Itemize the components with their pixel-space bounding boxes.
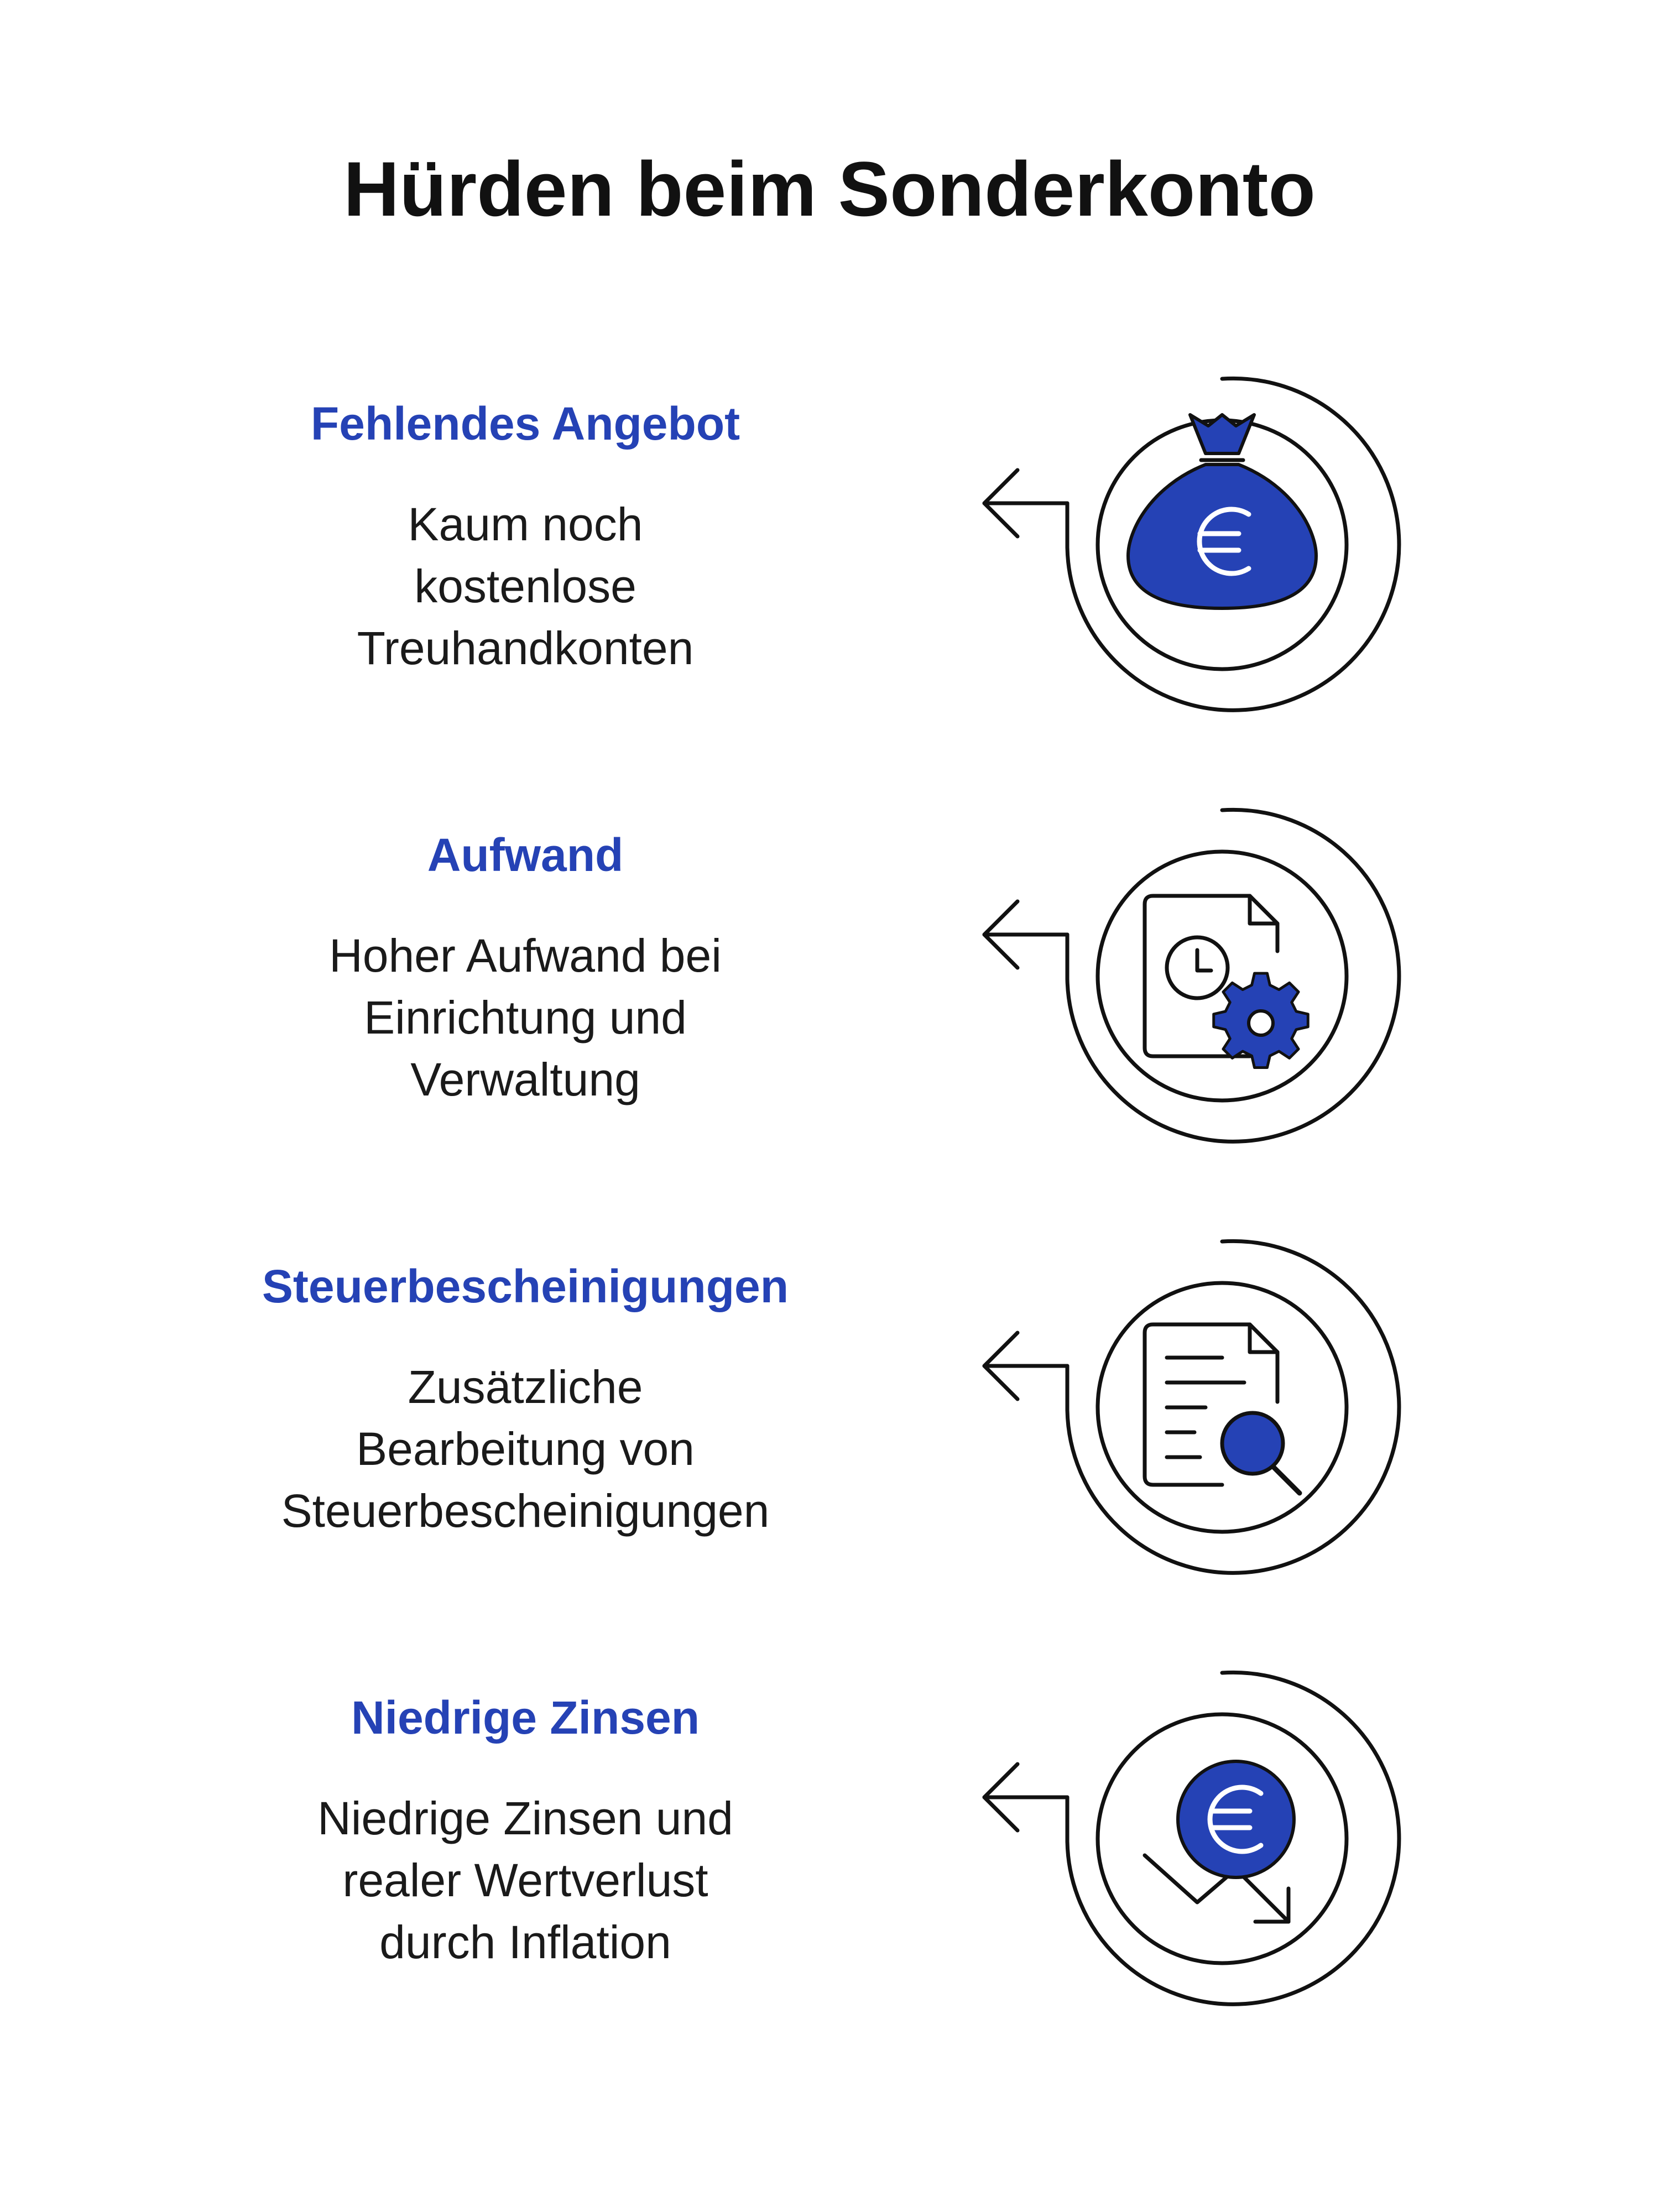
document-clock-gear-icon xyxy=(982,807,1401,1144)
item-text: Fehlendes Angebot Kaum noch kostenlose T… xyxy=(221,398,830,679)
item-heading: Aufwand xyxy=(427,829,624,881)
item-description-line: Treuhandkonten xyxy=(357,622,694,675)
item-description-line: Bearbeitung von xyxy=(356,1423,695,1475)
item-aufwand: Aufwand Hoher Aufwand bei Einrichtung un… xyxy=(0,807,1659,1261)
euro-coin-decline-icon xyxy=(982,1670,1401,2006)
item-description-line: Steuerbescheinigungen xyxy=(281,1485,770,1537)
item-heading: Niedrige Zinsen xyxy=(351,1692,700,1744)
item-description-line: durch Inflation xyxy=(379,1916,671,1969)
item-description-line: kostenlose xyxy=(414,560,637,613)
item-steuerbescheinigungen: Steuerbescheinigungen Zusätzliche Bearbe… xyxy=(0,1239,1659,1692)
item-niedrige-zinsen: Niedrige Zinsen Niedrige Zinsen und real… xyxy=(0,1670,1659,2124)
item-description-line: realer Wertverlust xyxy=(342,1854,708,1907)
item-fehlendes-angebot: Fehlendes Angebot Kaum noch kostenlose T… xyxy=(0,376,1659,830)
item-text: Aufwand Hoher Aufwand bei Einrichtung un… xyxy=(221,830,830,1110)
item-description-line: Verwaltung xyxy=(410,1053,640,1106)
page-title: Hürden beim Sonderkonto xyxy=(343,145,1316,232)
money-bag-euro-icon xyxy=(982,376,1401,712)
item-description: Niedrige Zinsen und realer Wertverlust d… xyxy=(221,1787,830,1973)
item-text: Niedrige Zinsen Niedrige Zinsen und real… xyxy=(221,1692,830,1973)
item-heading: Steuerbescheinigungen xyxy=(262,1260,789,1312)
item-description-line: Niedrige Zinsen und xyxy=(317,1792,733,1845)
item-description: Hoher Aufwand bei Einrichtung und Verwal… xyxy=(221,925,830,1110)
item-description-line: Kaum noch xyxy=(408,498,643,551)
item-text: Steuerbescheinigungen Zusätzliche Bearbe… xyxy=(221,1261,830,1542)
item-description-line: Hoher Aufwand bei xyxy=(329,930,722,982)
item-description: Zusätzliche Bearbeitung von Steuerbesche… xyxy=(221,1356,830,1542)
item-description-line: Einrichtung und xyxy=(364,992,687,1044)
item-description: Kaum noch kostenlose Treuhandkonten xyxy=(221,493,830,679)
item-heading: Fehlendes Angebot xyxy=(310,398,740,450)
document-search-icon xyxy=(982,1239,1401,1575)
item-description-line: Zusätzliche xyxy=(408,1361,643,1413)
